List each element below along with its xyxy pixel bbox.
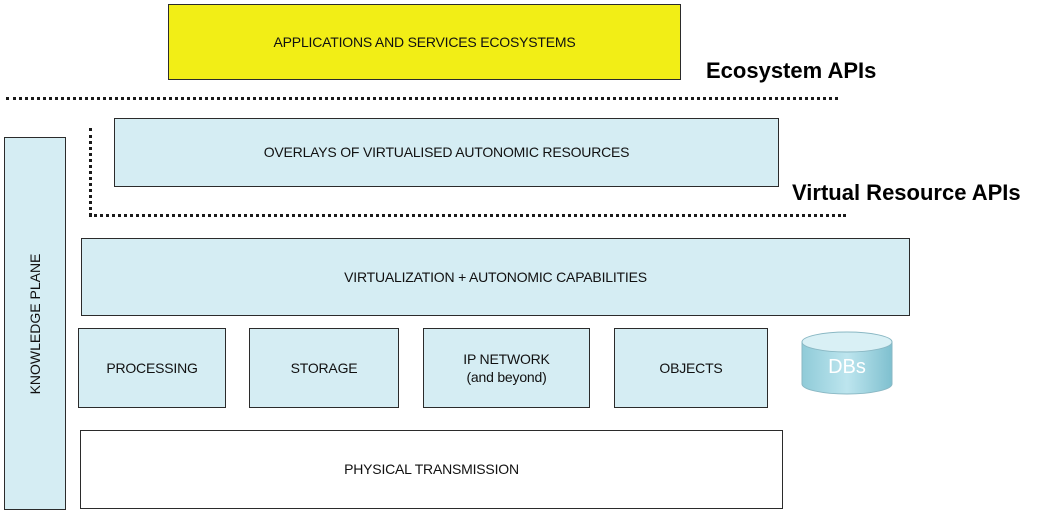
database-icon bbox=[801, 331, 893, 395]
overlays-box: OVERLAYS OF VIRTUALISED AUTONOMIC RESOUR… bbox=[114, 118, 779, 187]
processing-label: PROCESSING bbox=[106, 359, 198, 376]
ip-network-sublabel: (and beyond) bbox=[466, 369, 547, 385]
ip-network-box: IP NETWORK (and beyond) bbox=[423, 328, 590, 408]
virtualization-box: VIRTUALIZATION + AUTONOMIC CAPABILITIES bbox=[81, 238, 910, 316]
storage-box: STORAGE bbox=[249, 328, 399, 408]
applications-services-box: APPLICATIONS AND SERVICES ECOSYSTEMS bbox=[168, 4, 681, 80]
ip-network-label: IP NETWORK bbox=[463, 350, 550, 367]
storage-label: STORAGE bbox=[290, 359, 358, 376]
objects-box: OBJECTS bbox=[614, 328, 768, 408]
virtual-api-horizontal-divider bbox=[89, 214, 846, 217]
processing-box: PROCESSING bbox=[78, 328, 226, 408]
applications-services-label: APPLICATIONS AND SERVICES ECOSYSTEMS bbox=[273, 33, 576, 50]
objects-label: OBJECTS bbox=[659, 359, 723, 376]
databases-cylinder: DBs bbox=[800, 330, 894, 396]
knowledge-plane-box: KNOWLEDGE PLANE bbox=[4, 137, 66, 510]
physical-transmission-label: PHYSICAL TRANSMISSION bbox=[344, 461, 519, 478]
overlays-label: OVERLAYS OF VIRTUALISED AUTONOMIC RESOUR… bbox=[263, 144, 630, 161]
physical-transmission-box: PHYSICAL TRANSMISSION bbox=[80, 430, 783, 509]
knowledge-plane-label: KNOWLEDGE PLANE bbox=[27, 253, 43, 394]
virtual-api-vertical-divider bbox=[89, 128, 92, 216]
virtual-resource-apis-label: Virtual Resource APIs bbox=[792, 180, 1021, 205]
ecosystem-apis-label: Ecosystem APIs bbox=[706, 58, 877, 83]
dbs-label: DBs bbox=[828, 356, 866, 378]
virtualization-label: VIRTUALIZATION + AUTONOMIC CAPABILITIES bbox=[344, 268, 647, 285]
ecosystem-api-divider bbox=[6, 97, 838, 100]
